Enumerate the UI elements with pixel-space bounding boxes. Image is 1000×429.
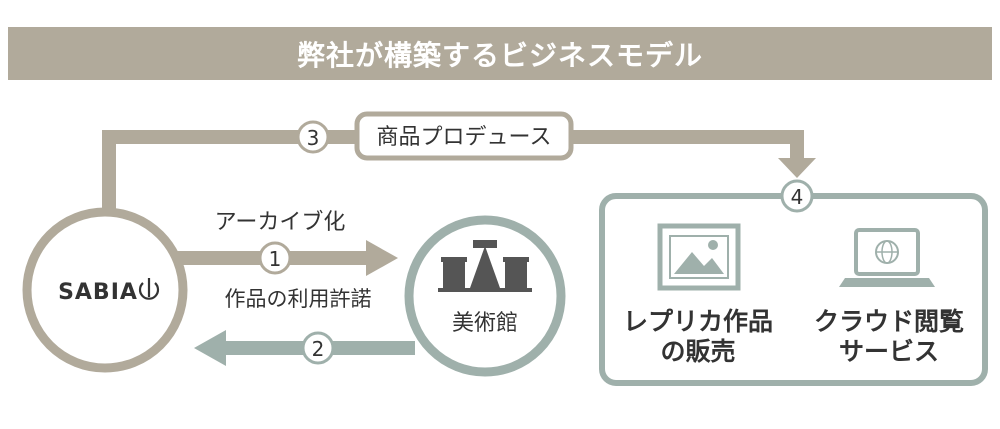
replica-sales-line1: レプリカ作品 — [623, 307, 773, 336]
step3-badge: 3 — [296, 120, 330, 154]
step2-label: 作品の利用許諾 — [225, 287, 372, 311]
title-banner: 弊社が構築するビジネスモデル — [8, 27, 992, 80]
laptop-globe-icon — [839, 228, 935, 287]
picture-frame-icon — [657, 223, 741, 291]
step4-number: 4 — [791, 185, 804, 209]
step1-badge: 1 — [258, 241, 292, 275]
step4-badge: 4 — [780, 179, 814, 213]
sabia-logo: SABIA — [58, 280, 138, 305]
museum-node: 美術館 — [404, 215, 566, 377]
cloud-viewing-line1: クラウド閲覧 — [814, 307, 964, 336]
page-title: 弊社が構築するビジネスモデル — [296, 38, 703, 72]
step1-label: アーカイブ化 — [215, 210, 346, 235]
step2-badge: 2 — [301, 331, 335, 365]
museum-label: 美術館 — [452, 311, 518, 336]
replica-sales-line2: の販売 — [660, 337, 735, 366]
step3-label: 商品プロデュース — [377, 125, 552, 150]
step1-number: 1 — [269, 247, 282, 271]
sabia-logo-mark-icon — [138, 278, 160, 300]
cloud-viewing-line2: サービス — [839, 337, 939, 366]
sabia-node: SABIA — [22, 207, 188, 373]
product-produce-label-box: 商品プロデュース — [354, 111, 574, 161]
step2-number: 2 — [312, 337, 325, 361]
museum-building-icon — [438, 240, 532, 292]
step3-number: 3 — [307, 126, 320, 150]
